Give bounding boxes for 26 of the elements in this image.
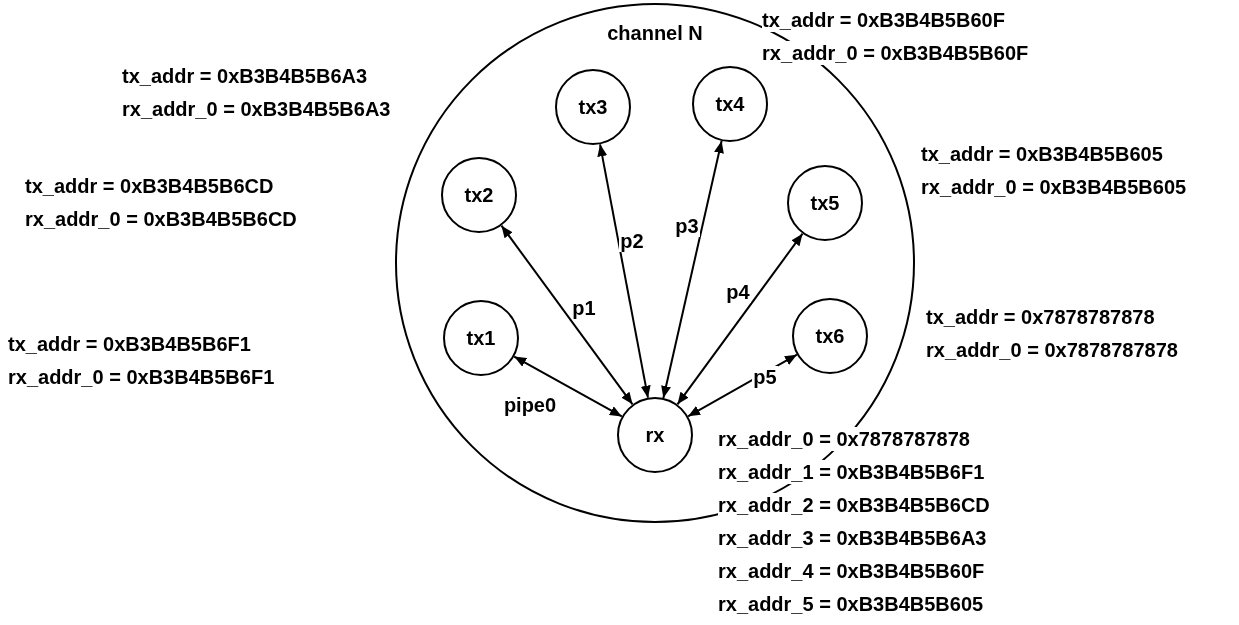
address-label: rx_addr_0 = 0x7878787878	[718, 427, 970, 451]
arrow	[597, 143, 651, 399]
node-circle	[787, 165, 863, 241]
node-label: tx2	[464, 183, 494, 207]
node-label: channel N	[607, 21, 703, 45]
arrow	[513, 355, 623, 418]
edge-label: p5	[752, 366, 778, 388]
node-circle	[692, 66, 768, 142]
address-label: rx_addr_0 = 0xB3B4B5B60F	[762, 41, 1029, 65]
arrow	[676, 232, 804, 406]
node-label: tx4	[715, 92, 745, 116]
node-circle	[441, 157, 517, 233]
arrow	[661, 140, 724, 399]
node-label: tx3	[578, 95, 608, 119]
address-label: rx_addr_2 = 0xB3B4B5B6CD	[718, 493, 990, 517]
node-label: tx6	[815, 324, 845, 348]
address-label: rx_addr_1 = 0xB3B4B5B6F1	[718, 460, 985, 484]
node-circle	[443, 300, 519, 376]
node-circle	[617, 397, 693, 473]
node-label: rx	[645, 423, 665, 447]
node-circle	[555, 69, 631, 145]
node-label: tx1	[466, 326, 496, 350]
arrow	[500, 224, 634, 406]
node-label: tx5	[810, 191, 840, 215]
node-circle	[792, 298, 868, 374]
edge-label: pipe0	[502, 394, 558, 416]
